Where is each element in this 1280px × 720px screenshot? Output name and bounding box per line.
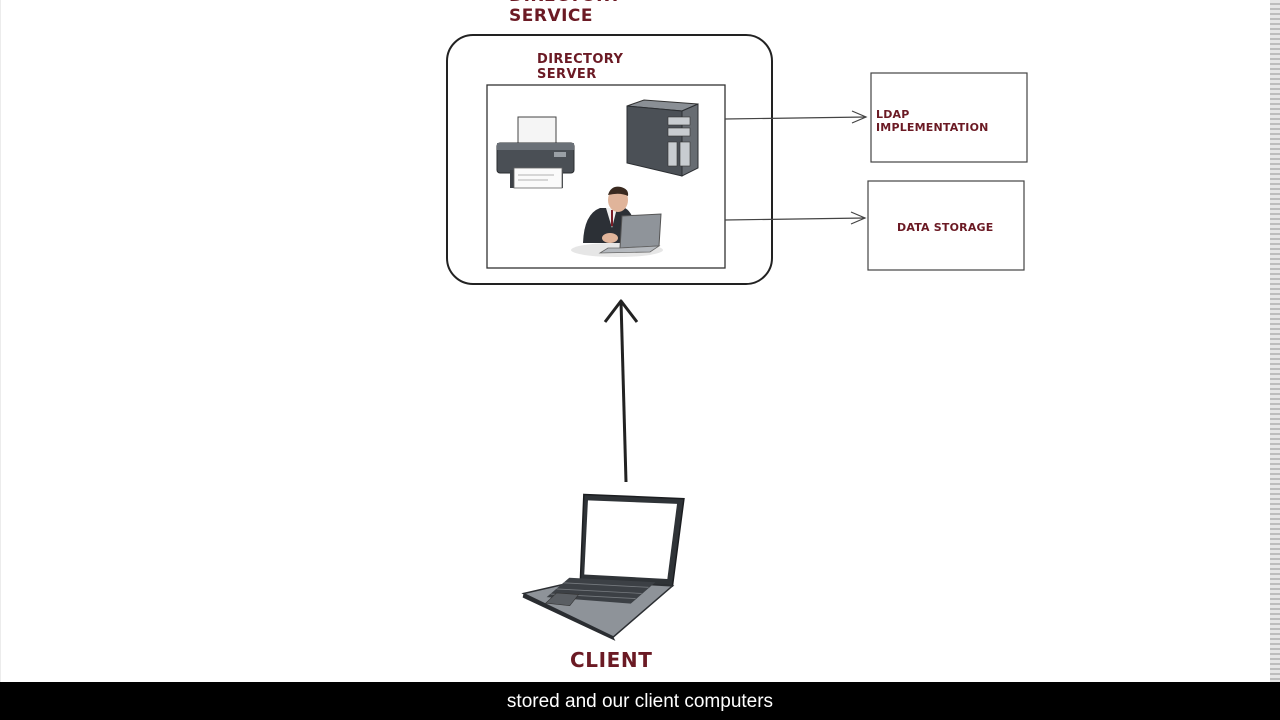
client-label: CLIENT xyxy=(570,648,653,672)
caption-bar: stored and our client computers xyxy=(0,682,1280,720)
directory-server-inner-box xyxy=(486,84,726,269)
arrow-to-ldap xyxy=(724,110,868,124)
person-laptop-icon xyxy=(571,186,663,257)
right-edge-strip xyxy=(1270,0,1280,682)
ldap-box xyxy=(870,72,1028,163)
directory-server-box xyxy=(446,34,773,285)
directory-server-label: DIRECTORY SERVER xyxy=(537,52,624,82)
left-edge xyxy=(0,0,1,682)
arrow-to-data-storage xyxy=(724,211,867,225)
arrow-client-to-server xyxy=(603,299,639,483)
diagram-title: DIRECTORY SERVICE xyxy=(509,0,621,26)
ldap-implementation-label: LDAP IMPLEMENTATION xyxy=(876,108,989,134)
caption-text: stored and our client computers xyxy=(506,691,774,712)
diagram-shapes xyxy=(446,34,1028,641)
laptop-icon xyxy=(521,493,685,641)
printer-icon xyxy=(496,116,575,189)
data-storage-label: DATA STORAGE xyxy=(897,221,994,234)
server-tower-icon xyxy=(626,99,699,177)
data-storage-box xyxy=(867,180,1025,271)
